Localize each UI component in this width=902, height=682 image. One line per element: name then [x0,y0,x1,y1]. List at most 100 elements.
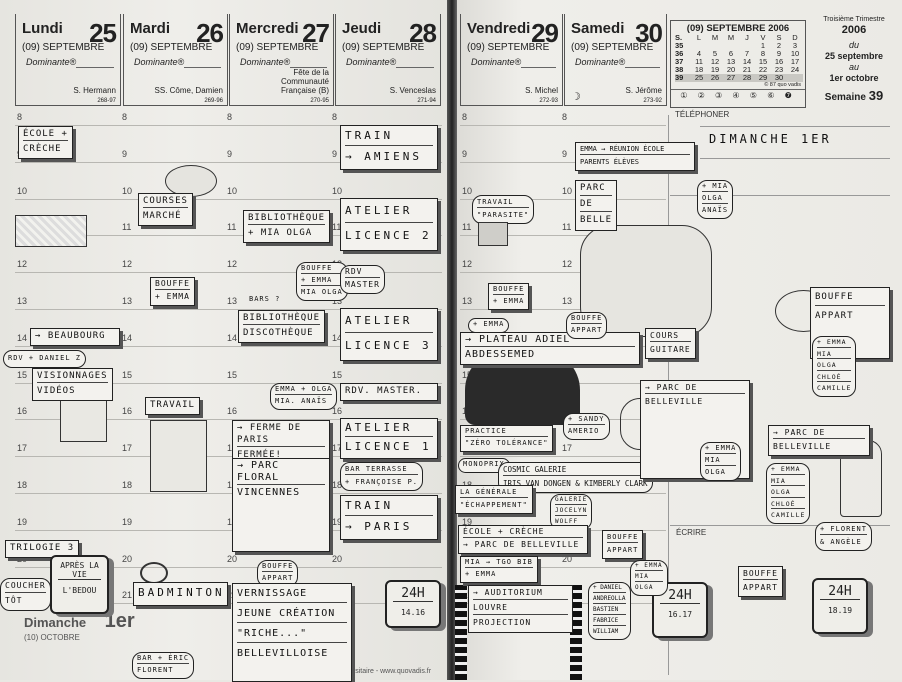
hour-label: 12 [227,259,238,270]
note-line: ABDESSEMED [465,349,536,360]
note-line: RDV. MASTER. [345,386,423,396]
tv-time: 16.17 [667,610,693,619]
saint-name: S. Michel [525,86,558,95]
hour-label: 19 [332,516,343,527]
note-line: BOUFFE [301,264,343,274]
hour-line: 19 [120,517,226,532]
hour-line: 14 [15,333,121,348]
hour-label: 8 [17,112,23,122]
day-code: 271-94 [417,98,436,104]
hour-label: 13 [332,296,343,306]
calendar-day: 9 [776,49,782,58]
note-line: RDV [345,267,380,278]
note-line: CHLOÉ [771,500,806,509]
calendar-week-number: 36 [675,49,684,58]
note-line: + EMMA [493,297,525,305]
note-line: PARENTS ÉLÈVES [580,158,640,166]
calendar-day: 30 [771,74,787,82]
day-code: 273-92 [643,98,662,104]
calendar-week-number: 38 [675,65,684,74]
tv-24h-dimanche: 24H 18.19 [812,578,868,634]
note-line: APPART [607,546,639,554]
telephoner-label: TÉLÉPHONER [675,110,730,119]
note-line: OLGA [635,584,654,591]
calendar-header: J [745,33,749,42]
note-line: BOUFFE [493,285,525,295]
note-line: ATELIER [345,420,433,437]
hour-label: 18 [332,480,343,490]
calendar-week-number: 35 [675,41,684,50]
calendar-day: 16 [774,57,784,66]
note-line: → PARC FLORAL [237,460,325,485]
calendar-header: M [711,33,719,42]
note-line: + MIA [702,182,729,192]
calendar-day: 7 [744,49,750,58]
saint-name: SS. Côme, Damien [154,86,223,95]
note-line: MIA [771,477,806,486]
hour-label: 9 [227,148,233,159]
hour-label: 12 [462,259,473,270]
note-line: DIMANCHE 1er [709,132,832,146]
hour-label: 9 [562,148,568,159]
hour-label: 15 [332,369,343,380]
calendar-day: 17 [790,57,800,66]
hour-line: 15 [120,370,226,385]
calendar-week-number: 39 [675,74,691,82]
note-line: + EMMA [705,444,737,454]
dominante-label: Dominante® [240,57,291,67]
note-line: OLGA [771,488,806,498]
hour-line: 14 [120,333,226,348]
hour-label: 12 [562,259,573,270]
du-label: du [848,40,859,50]
note-line: + FRANÇOISE P. [345,478,419,486]
day-name: Lundi [22,20,63,37]
note-bouffe-emma: BOUFFE+ EMMA [150,277,195,306]
hour-line: 8 [460,112,560,127]
note-train-paris: TRAIN→ PARIS [340,495,438,540]
tv-title: 24H [660,588,700,604]
calendar-day: 1 [760,41,766,50]
note-line: TRAIN [345,127,433,146]
note-line: + DANIEL [593,584,626,593]
note-bouffe-emma-vendredi: BOUFFE + EMMA [488,283,530,310]
hour-line: 13 [120,296,226,311]
saint-name: S. Hermann [73,86,116,95]
note-line: → PARIS [345,520,413,533]
hour-line: 17 [15,443,121,458]
note-line: FABRICE [593,617,626,626]
hour-label: 19 [17,516,28,527]
week-number: 39 [868,88,884,103]
note-line: APPART [743,583,778,592]
hour-label: 12 [122,259,133,270]
note-line: → AMIENS [345,150,422,163]
hour-label: 18 [17,480,28,490]
calendar-day: 21 [742,65,752,74]
calendar-day: 25 [691,74,707,82]
note-line: JEUNE CRÉATION [237,605,347,623]
hour-line: 17 [560,443,666,458]
note-line: APPART [262,574,294,582]
note-line: PRACTICE [465,427,549,437]
binding-spine [447,0,457,680]
note-line: BASTIEN [593,606,626,615]
day-number: 29 [531,18,559,48]
hour-label: 14 [17,332,28,343]
hour-line: 14 [225,333,331,348]
note-travail-parasite: TRAVAIL"PARASITE" [472,195,535,224]
calendar-day: 6 [728,49,734,58]
day-month: (09) SEPTEMBRE [130,42,213,53]
note-line: → FERME DE PARIS [237,422,325,447]
note-plus-emma: + EMMA [468,318,510,333]
hour-line: 16 [225,406,331,421]
note-line: MIA [705,456,737,466]
computer-icon [478,222,508,246]
note-mia-tgo: MIA → TGO BIB+ EMMA [460,556,538,583]
